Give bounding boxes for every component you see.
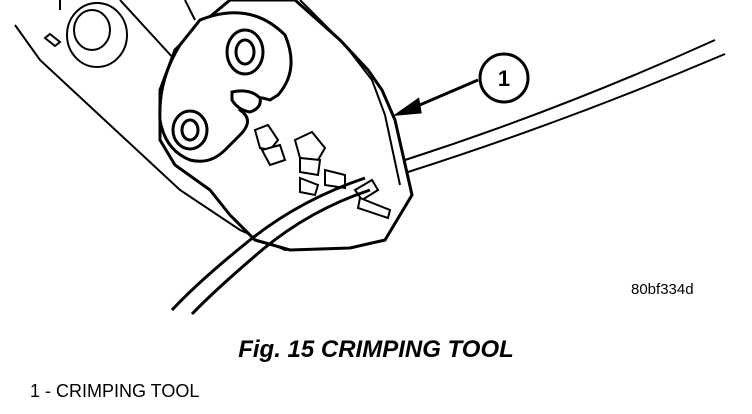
figure-caption: Fig. 15 CRIMPING TOOL bbox=[238, 336, 514, 363]
crimping-tool-illustration: 1 bbox=[14, 0, 726, 316]
crimp-jaws bbox=[253, 123, 346, 197]
callout-number: 1 bbox=[498, 66, 510, 91]
callout-leader bbox=[392, 78, 479, 117]
die-plate bbox=[158, 11, 293, 163]
figure-id: 80bf334d bbox=[631, 281, 694, 298]
wire-lead bbox=[170, 176, 371, 316]
handle-line bbox=[404, 39, 726, 173]
pivot-knob bbox=[66, 2, 128, 68]
pin-icon bbox=[43, 32, 62, 48]
callout-marker: 1 bbox=[478, 52, 530, 104]
figure-legend: 1 - CRIMPING TOOL bbox=[30, 381, 200, 401]
